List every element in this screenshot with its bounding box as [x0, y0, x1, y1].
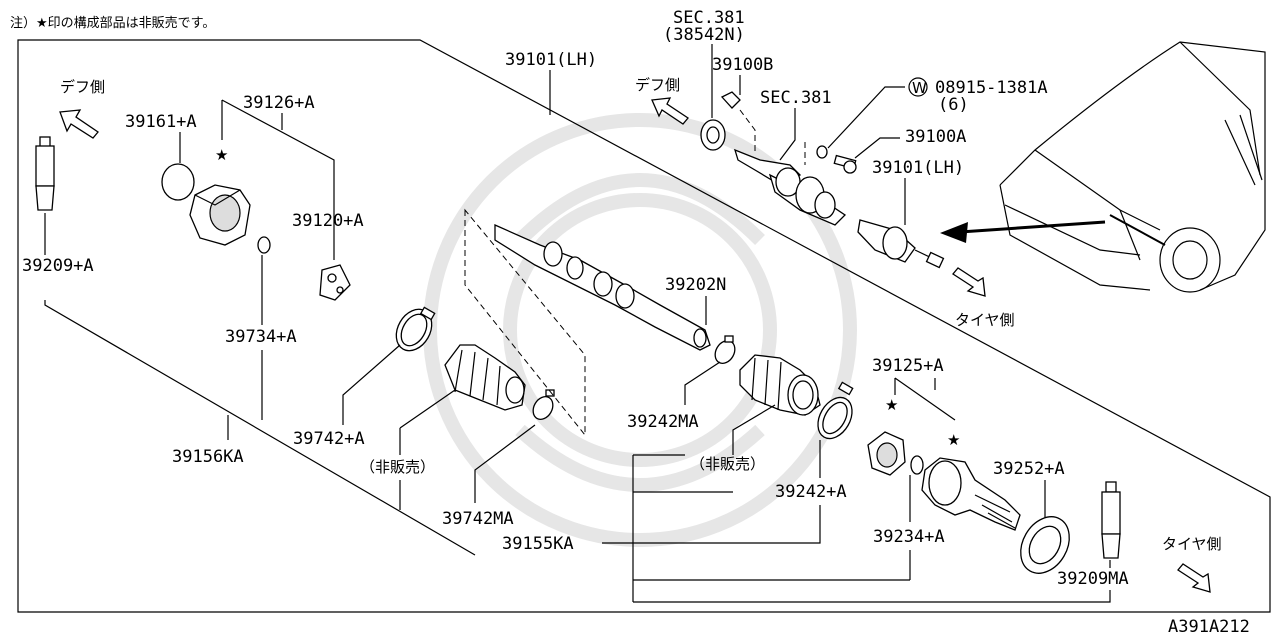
note-text: 注）★印の構成部品は非販売です。 [10, 15, 215, 31]
label-39161A[interactable]: 39161+A [125, 112, 197, 132]
label-sec381-top[interactable]: SEC.381 [673, 8, 745, 28]
seal-part-right [1020, 516, 1070, 574]
leader-39209MA [633, 560, 1111, 603]
clip-part-left [319, 264, 351, 301]
label-39209MA[interactable]: 39209MA [1057, 569, 1129, 589]
boot-band-left [395, 306, 436, 352]
leader-39742MA [474, 424, 536, 503]
label-39209A[interactable]: 39209+A [22, 256, 94, 276]
ring-part-left [257, 236, 271, 254]
shaft-dashed-box [464, 208, 586, 437]
drive-shaft [494, 223, 711, 351]
label-tire-side-mid: タイヤ側 [955, 311, 1015, 329]
label-not-sold-right: （非販売） [690, 455, 765, 473]
inner-race-part [867, 431, 906, 476]
damper-part-left [35, 136, 55, 211]
label-39734A[interactable]: 39734+A [225, 327, 297, 347]
diff-side-left-arrow-icon [59, 109, 99, 139]
small-band-left [532, 389, 555, 420]
washer-icon [908, 77, 928, 97]
label-08915-1381A[interactable]: 08915-1381A [935, 78, 1048, 98]
label-39252A[interactable]: 39252+A [993, 459, 1065, 479]
leader-not-sold-right [732, 404, 776, 455]
label-39101-lh-right[interactable]: 39101(LH) [872, 158, 964, 178]
leader-sec381-mid [779, 108, 796, 161]
boot-left [444, 344, 526, 411]
arrow-head-icon [940, 222, 968, 243]
label-diff-side-left: デフ側 [60, 78, 105, 96]
housing-part-left [189, 184, 251, 246]
label-39100B[interactable]: 39100B [712, 55, 773, 75]
label-39126A[interactable]: 39126+A [243, 93, 315, 113]
ring-part-right [910, 455, 924, 475]
label-39100A[interactable]: 39100A [905, 127, 966, 147]
label-tire-side-bottom: タイヤ側 [1162, 535, 1222, 553]
tire-side-bottom-arrow-icon [1177, 563, 1211, 593]
small-band-right [714, 335, 736, 364]
washer-mark: W [912, 79, 927, 97]
leader-39125A [894, 377, 956, 421]
label-not-sold-left: （非販売） [360, 458, 435, 476]
label-08915-qty: (6) [938, 95, 969, 115]
label-39742MA[interactable]: 39742MA [442, 509, 514, 529]
boot-band-right [817, 381, 854, 440]
direction-arrow [959, 220, 1106, 234]
tire-side-mid-arrow-icon [952, 267, 986, 297]
diff-side-top-arrow-icon [651, 97, 689, 125]
label-39242MA[interactable]: 39242MA [627, 412, 699, 432]
leader-39126A [221, 99, 335, 260]
label-39101-lh-top[interactable]: 39101(LH) [505, 50, 597, 70]
star-icon: ★ [215, 146, 228, 164]
outer-joint-right [921, 457, 1021, 531]
label-39125A[interactable]: 39125+A [872, 356, 944, 376]
star-icon-3: ★ [947, 431, 960, 449]
shaft-assembly-top [700, 91, 945, 269]
bracket-39156KA [44, 300, 476, 556]
leader-39742A [342, 344, 401, 425]
label-39156KA[interactable]: 39156KA [172, 447, 244, 467]
car-outline [999, 41, 1266, 293]
leader-39100A [854, 137, 900, 159]
label-39742A[interactable]: 39742+A [293, 429, 365, 449]
boot-right [739, 354, 821, 416]
leader-not-sold-left [399, 389, 456, 510]
label-39120A[interactable]: 39120+A [292, 211, 364, 231]
label-sec381-top-sub: (38542N) [663, 25, 745, 45]
label-diff-side-top: デフ側 [635, 76, 680, 94]
cap-part [161, 163, 195, 201]
label-39242A[interactable]: 39242+A [775, 482, 847, 502]
diagram-code: A391A212 [1168, 617, 1250, 637]
leader-39242MA [684, 361, 721, 405]
star-icon-2: ★ [885, 396, 898, 414]
leader-08915 [827, 86, 905, 149]
label-39234A[interactable]: 39234+A [873, 527, 945, 547]
label-39202N[interactable]: 39202N [665, 275, 726, 295]
assembly-frame [17, 39, 1271, 613]
bracket-39155KA [602, 454, 910, 602]
damper-part-right [1101, 481, 1121, 559]
label-sec381-mid[interactable]: SEC.381 [760, 88, 832, 108]
label-39155KA[interactable]: 39155KA [502, 534, 574, 554]
